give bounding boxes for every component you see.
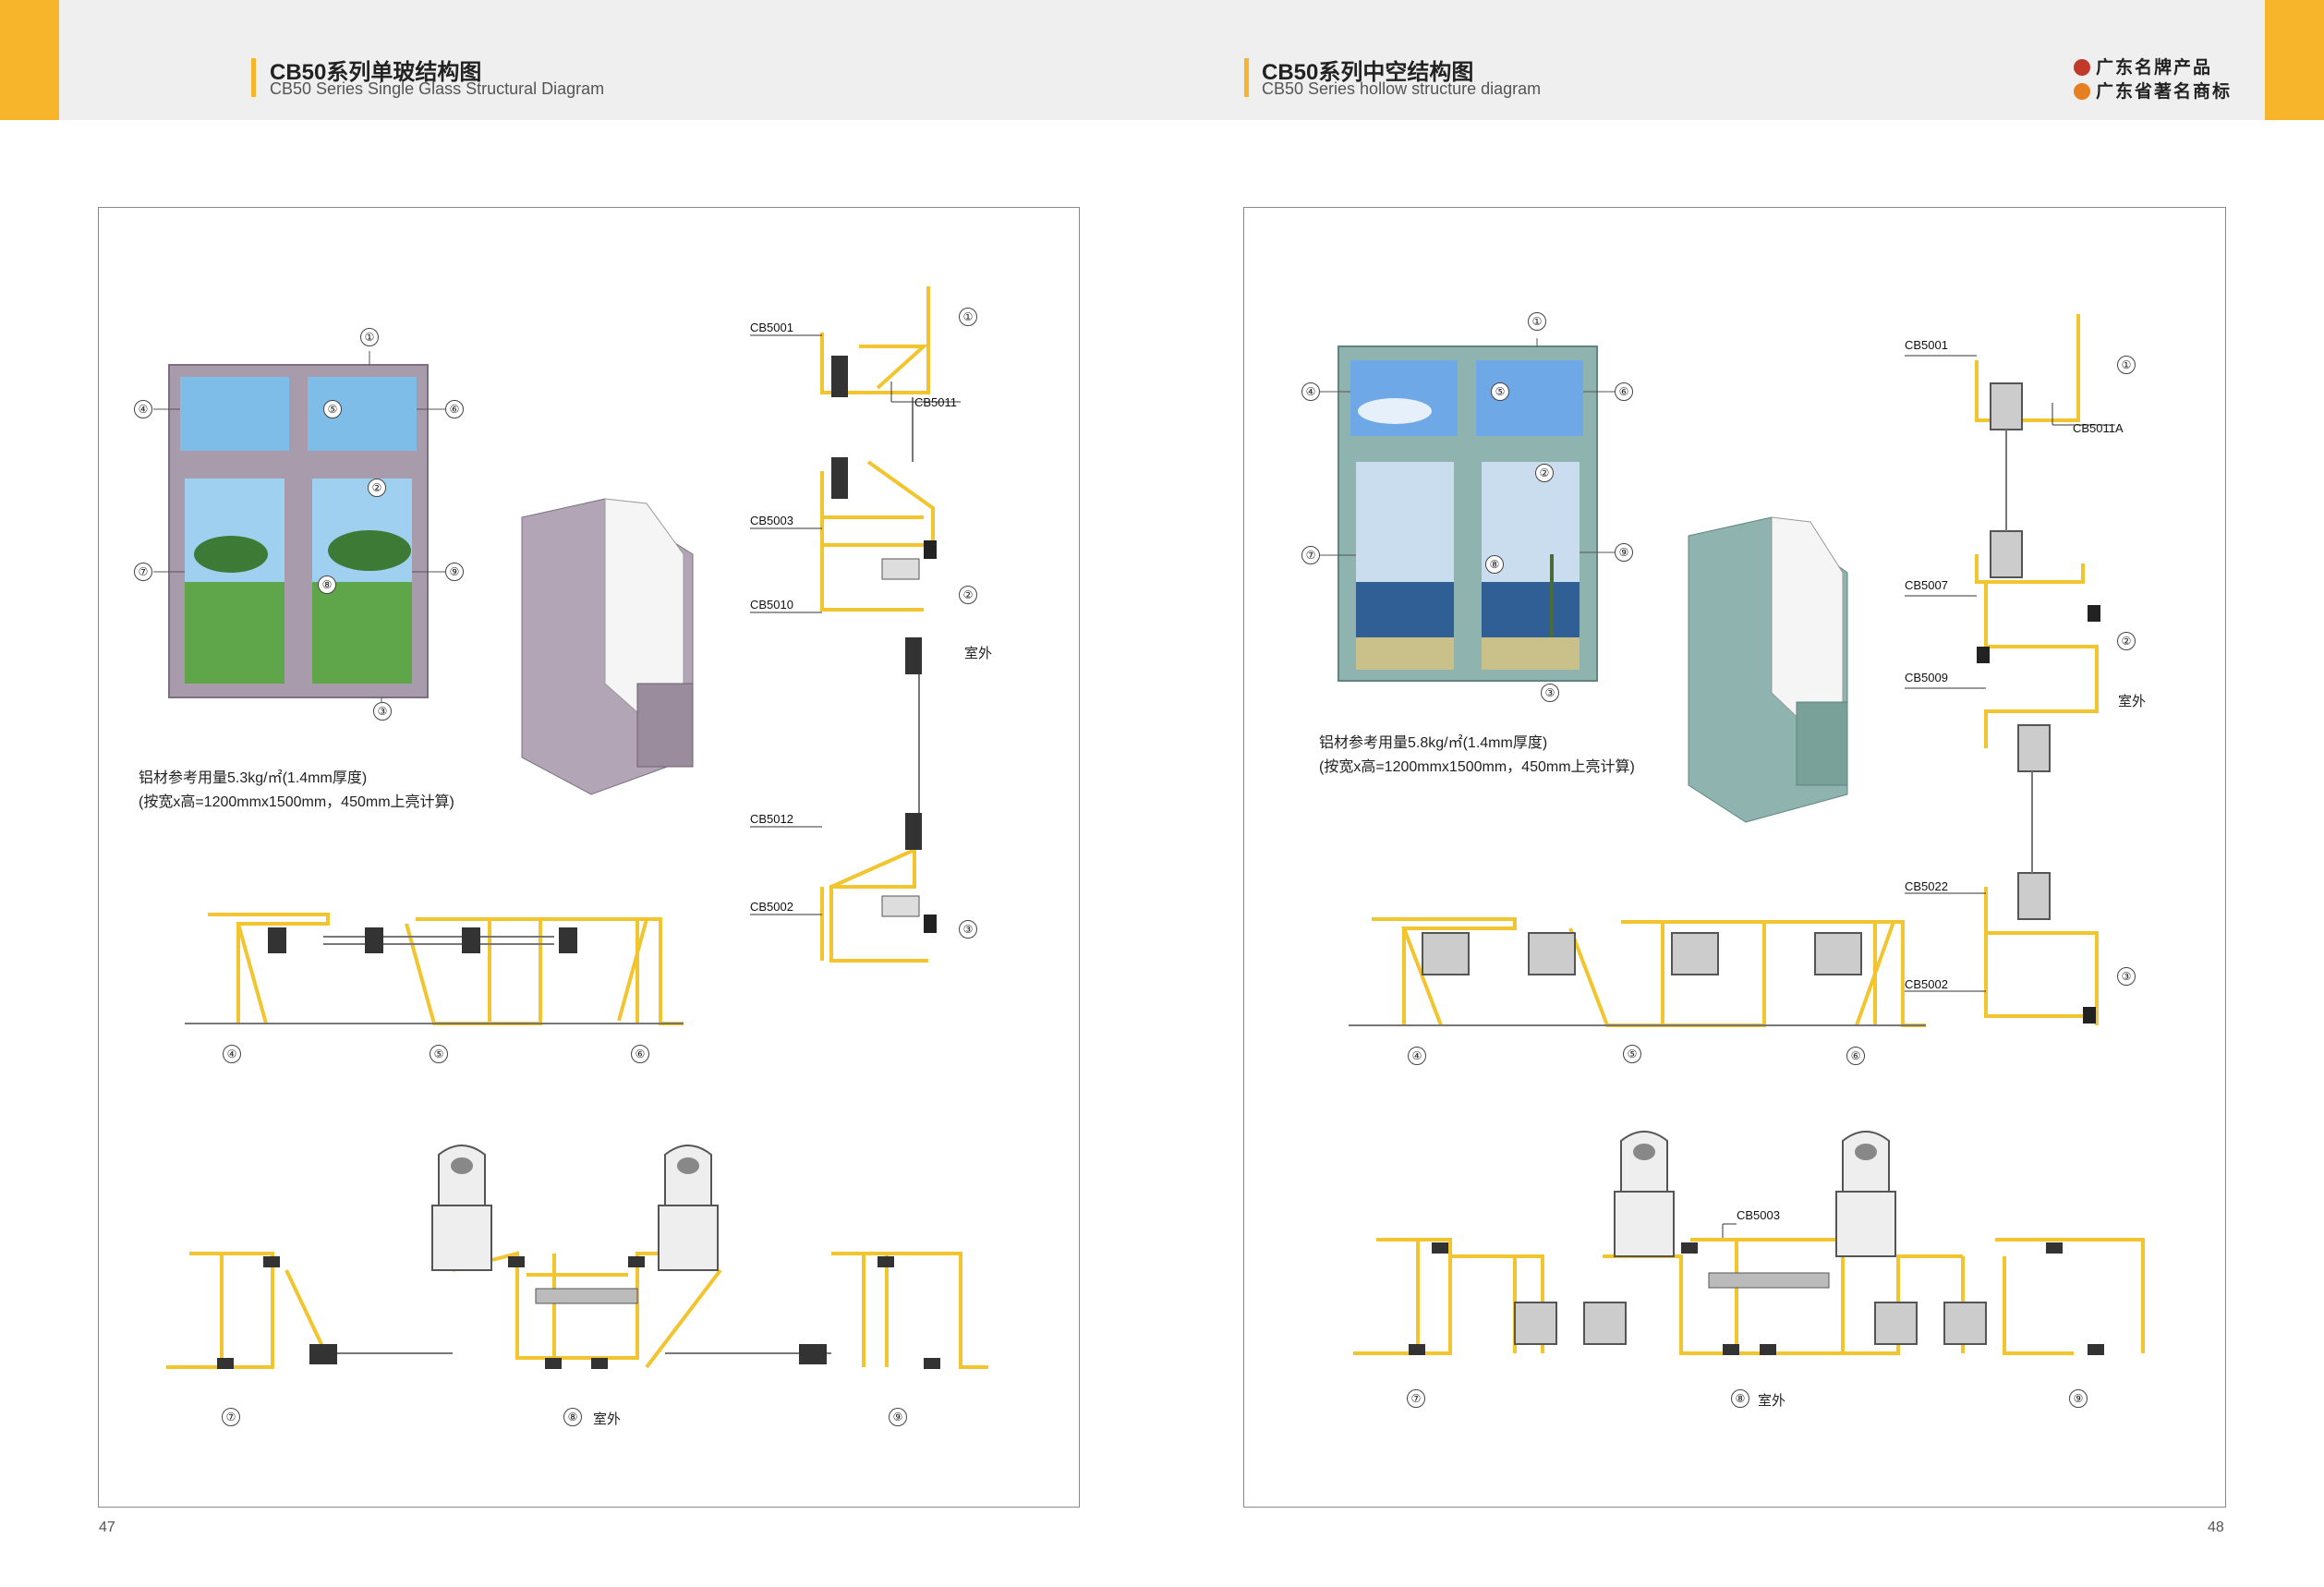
marker-5: ⑤	[323, 400, 342, 418]
marker-2: ②	[1535, 464, 1554, 482]
part-label: CB5011A	[2073, 421, 2124, 435]
part-label: CB5003	[750, 514, 793, 527]
right-title-cn: CB50系列中空结构图	[1262, 60, 1474, 85]
left-note-line1: 铝材参考用量5.3kg/㎡(1.4mm厚度)	[139, 770, 368, 786]
right-accent-tab	[2265, 0, 2324, 120]
marker-2: ②	[368, 479, 386, 497]
part-label: CB5009	[1905, 671, 1948, 684]
marker-6: ⑥	[1846, 1047, 1865, 1065]
marker-8: ⑧	[563, 1408, 582, 1426]
part-label: CB5002	[1905, 977, 1948, 991]
left-usage-note: 铝材参考用量5.3kg/㎡(1.4mm厚度) (按宽x高=1200mmx1500…	[139, 767, 454, 815]
marker-4: ④	[1301, 382, 1320, 401]
marker-7: ⑦	[1407, 1389, 1425, 1408]
marker-6: ⑥	[631, 1045, 649, 1063]
marker-1: ①	[959, 308, 977, 326]
right-note-line1: 铝材参考用量5.8kg/㎡(1.4mm厚度)	[1319, 735, 1548, 751]
outside-label: 室外	[593, 1411, 622, 1427]
left-title-accent	[251, 58, 256, 97]
marker-3: ③	[373, 702, 392, 721]
marker-5: ⑤	[430, 1045, 448, 1063]
part-label: CB5012	[750, 812, 793, 826]
brand-badge-1: 广东名牌产品	[2074, 54, 2212, 79]
brand-seal-icon	[2074, 59, 2090, 76]
part-label: CB5002	[750, 900, 793, 914]
right-note-line2: (按宽x高=1200mmx1500mm，450mm上亮计算)	[1319, 759, 1635, 775]
marker-1: ①	[2117, 356, 2136, 374]
marker-8: ⑧	[1731, 1389, 1749, 1408]
page-header	[0, 0, 2324, 120]
brand-text-2: 广东省著名商标	[2096, 82, 2233, 102]
marker-7: ⑦	[222, 1408, 240, 1426]
marker-9: ⑨	[1615, 543, 1633, 562]
part-label: CB5022	[1905, 879, 1948, 893]
left-title-en: CB50 Series Single Glass Structural Diag…	[270, 79, 605, 98]
marker-2: ②	[2117, 632, 2136, 650]
marker-8: ⑧	[318, 575, 336, 594]
page-number-left: 47	[99, 1520, 115, 1535]
marker-5: ⑤	[1623, 1045, 1641, 1063]
right-usage-note: 铝材参考用量5.8kg/㎡(1.4mm厚度) (按宽x高=1200mmx1500…	[1319, 732, 1635, 780]
left-note-line2: (按宽x高=1200mmx1500mm，450mm上亮计算)	[139, 794, 454, 810]
marker-7: ⑦	[1301, 546, 1320, 564]
outside-label: 室外	[964, 646, 993, 661]
left-title-cn: CB50系列单玻结构图	[270, 60, 482, 85]
marker-3: ③	[2117, 967, 2136, 986]
marker-8: ⑧	[1485, 555, 1504, 574]
marker-6: ⑥	[1615, 382, 1633, 401]
trademark-seal-icon	[2074, 83, 2090, 100]
brand-text-1: 广东名牌产品	[2096, 58, 2213, 78]
part-label: CB5003	[1737, 1208, 1780, 1222]
part-label: CB5001	[750, 321, 793, 334]
marker-5: ⑤	[1491, 382, 1509, 401]
left-accent-tab	[0, 0, 59, 120]
marker-7: ⑦	[134, 563, 152, 581]
right-title-en: CB50 Series hollow structure diagram	[1262, 79, 1542, 98]
marker-4: ④	[1408, 1047, 1426, 1065]
outside-label: 室外	[1758, 1393, 1786, 1409]
marker-9: ⑨	[889, 1408, 907, 1426]
right-title-accent	[1244, 58, 1249, 97]
part-label: CB5010	[750, 598, 793, 612]
marker-6: ⑥	[445, 400, 464, 418]
part-label: CB5007	[1905, 578, 1948, 592]
part-label: CB5001	[1905, 338, 1948, 352]
marker-3: ③	[1541, 684, 1559, 702]
brand-badge-2: 广东省著名商标	[2074, 78, 2232, 103]
marker-3: ③	[959, 920, 977, 939]
marker-4: ④	[134, 400, 152, 418]
marker-9: ⑨	[2069, 1389, 2088, 1408]
outside-label: 室外	[2118, 694, 2147, 709]
marker-1: ①	[1528, 312, 1546, 331]
part-label: CB5011	[914, 395, 958, 409]
page-number-right: 48	[2208, 1520, 2224, 1535]
marker-9: ⑨	[445, 563, 464, 581]
marker-2: ②	[959, 586, 977, 604]
marker-1: ①	[360, 328, 379, 346]
marker-4: ④	[223, 1045, 241, 1063]
